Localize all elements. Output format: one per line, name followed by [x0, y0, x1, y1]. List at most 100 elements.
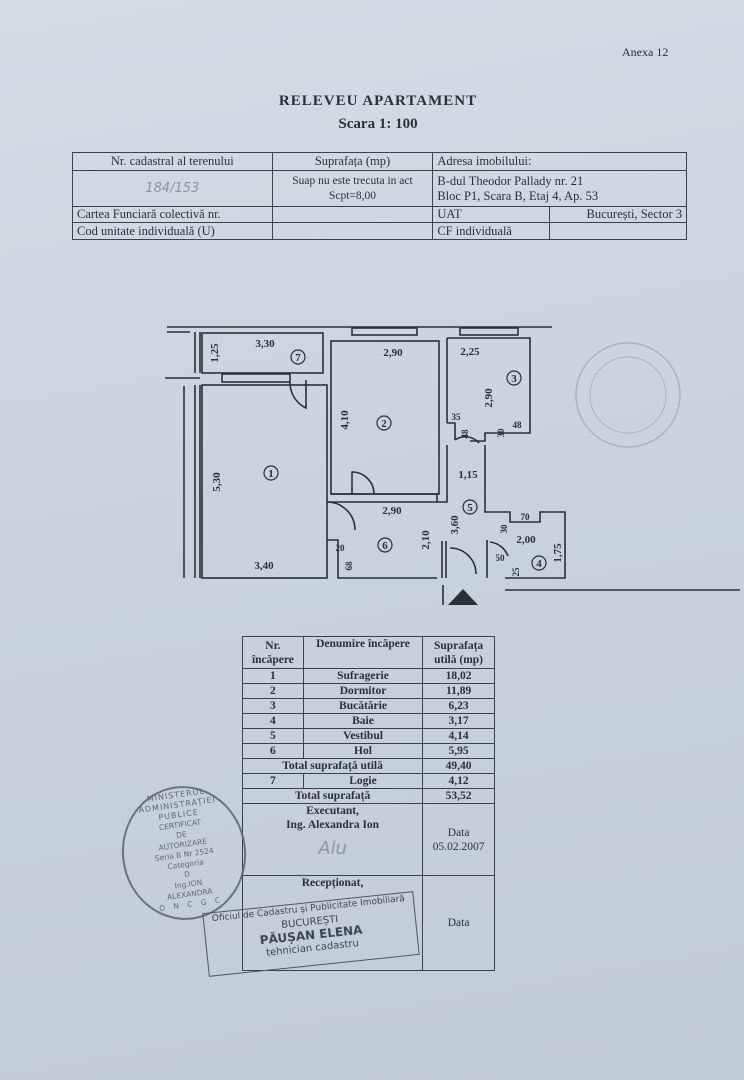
- cadastral-value: 184/153: [72, 170, 273, 207]
- room-area: 11,89: [422, 683, 495, 699]
- cadastral-label: Nr. cadastral al terenului: [72, 152, 273, 171]
- dim-label: 2,00: [516, 534, 536, 546]
- dim-label: 3,40: [254, 560, 274, 572]
- header-table: Nr. cadastral al terenului Suprafața (mp…: [72, 152, 687, 240]
- room-number: 7: [295, 352, 301, 364]
- dim-label: 1,75: [552, 543, 564, 563]
- room-name: Bucătărie: [302, 698, 424, 714]
- rooms-table: Nr. încăpere Denumire încăpere Suprafața…: [241, 636, 495, 971]
- total-useful-value: 49,40: [422, 758, 495, 774]
- room-name: Sufragerie: [302, 668, 424, 684]
- entrance-arrow-icon: [448, 589, 478, 605]
- dim-label: 3,60: [449, 515, 461, 535]
- col-header-nr: Nr. încăpere: [242, 636, 304, 669]
- dim-label: 1,15: [458, 469, 478, 481]
- cf-value: [549, 222, 687, 240]
- dim-label: 1,25: [209, 343, 221, 363]
- dim-label: 2,10: [420, 530, 432, 550]
- room-number: 5: [467, 502, 473, 514]
- room-name: Dormitor: [302, 683, 424, 699]
- uat-label: UAT: [432, 206, 551, 223]
- room-area: 18,02: [422, 668, 495, 684]
- date-label: Data: [447, 826, 470, 839]
- col-header-name: Denumire încăpere: [302, 636, 424, 669]
- dim-label: 2,90: [382, 505, 402, 517]
- dim-label: 20: [336, 543, 346, 553]
- room-nr: 3: [242, 698, 304, 714]
- dim-label: 5,30: [211, 472, 223, 492]
- dim-label: 68: [344, 561, 354, 571]
- dim-label: 2,25: [460, 346, 480, 358]
- received-date-label: Data: [422, 875, 495, 971]
- executant-signature: Alu: [318, 838, 347, 859]
- dim-label: 2,90: [383, 347, 403, 359]
- document-title: RELEVEU APARTAMENT: [278, 93, 478, 109]
- address-label: Adresa imobilului:: [432, 152, 687, 171]
- executant-date-cell: Data 05.02.2007: [422, 803, 495, 876]
- total-label: Total suprafață: [241, 788, 424, 804]
- cod-label: Cod unitate individuală (U): [72, 222, 273, 240]
- faint-stamp: [575, 342, 681, 448]
- room-area: 5,95: [422, 743, 495, 759]
- room-name: Hol: [302, 743, 424, 759]
- dim-label: 25: [511, 567, 521, 577]
- dim-label: 4,10: [339, 410, 351, 430]
- executant-label: Executant,: [306, 805, 359, 817]
- room-area: 4,12: [422, 773, 495, 789]
- room-name: Logie: [302, 773, 424, 789]
- executant-cell: Executant, Ing. Alexandra Ion Alu: [241, 803, 424, 876]
- room-nr: 1: [242, 668, 304, 684]
- dim-label: 35: [452, 412, 462, 422]
- room-nr: 4: [242, 713, 304, 729]
- dim-label: 48: [460, 429, 470, 439]
- document-scale: Scara 1: 100: [338, 116, 418, 132]
- dim-label: 48: [513, 420, 523, 430]
- surface-value: Suap nu este trecuta in act Scpt=8,00: [271, 170, 434, 207]
- surface-line2: Scpt=8,00: [328, 189, 376, 202]
- date-value: 05.02.2007: [432, 840, 485, 853]
- walls: [165, 326, 740, 605]
- room-name: Baie: [302, 713, 424, 729]
- room-number: 6: [382, 540, 388, 552]
- total-value: 53,52: [422, 788, 495, 804]
- room-name: Vestibul: [302, 728, 424, 744]
- dim-label: 30: [499, 524, 509, 534]
- dim-label: 50: [496, 553, 506, 563]
- executant-name: Ing. Alexandra Ion: [286, 819, 380, 831]
- room-nr: 2: [242, 683, 304, 699]
- room-nr: 5: [242, 728, 304, 744]
- room-number: 4: [536, 558, 542, 570]
- col-header-area: Suprafața utilă (mp): [422, 636, 495, 669]
- received-label: Recepționat,: [241, 875, 424, 971]
- room-number: 1: [268, 468, 274, 480]
- dim-label: 3,30: [255, 338, 275, 350]
- annex-label: Anexa 12: [622, 45, 669, 59]
- room-nr: 6: [242, 743, 304, 759]
- address-line1: B-dul Theodor Pallady nr. 21: [437, 173, 584, 188]
- cf-label: CF individuală: [432, 222, 551, 240]
- room-area: 6,23: [422, 698, 495, 714]
- dimensions: 3,30 1,25 5,30 3,40 2,90 4,10 2,25 2,90 …: [209, 338, 564, 577]
- room-area: 4,14: [422, 728, 495, 744]
- dim-label: 2,90: [483, 388, 495, 408]
- address-line2: Bloc P1, Scara B, Etaj 4, Ap. 53: [437, 188, 599, 203]
- surface-label: Suprafața (mp): [271, 152, 434, 171]
- total-useful-label: Total suprafață utilă: [241, 758, 424, 774]
- room-number: 3: [511, 373, 517, 385]
- room-area: 3,17: [422, 713, 495, 729]
- surface-line1: Suap nu este trecuta in act: [292, 174, 413, 187]
- room-nr: 7: [242, 773, 304, 789]
- room-markers: [263, 349, 547, 571]
- dim-label: 30: [496, 428, 506, 438]
- room-number: 2: [381, 418, 387, 430]
